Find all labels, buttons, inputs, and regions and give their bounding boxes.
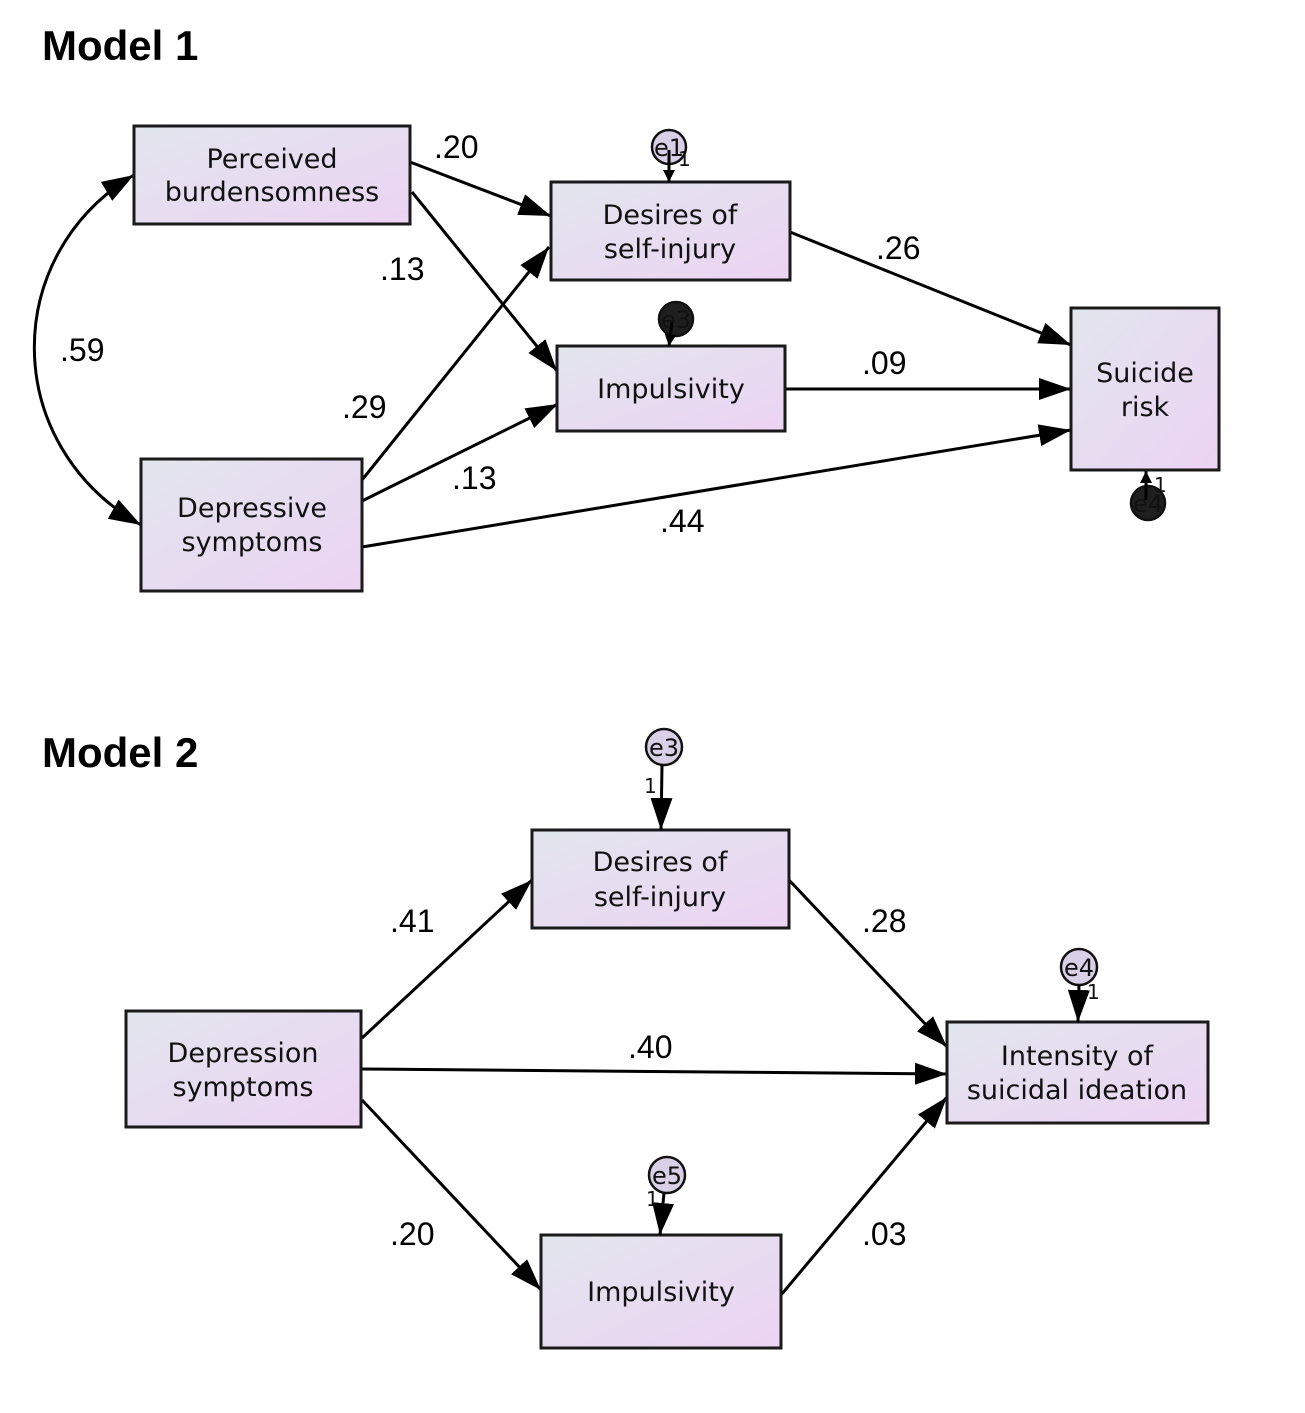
model-1-edges [32,160,1072,549]
edge-pb-to-desires [409,160,552,218]
coef-dep-to-desires: .29 [342,389,386,425]
node-label-line-1: Perceived [206,144,337,175]
node-label-line-1: Desires of [593,847,729,878]
coef-dep-to-intensity: .40 [628,1029,672,1065]
coef-impulsivity-to-suicide: .09 [862,345,906,381]
model-2-edges [360,878,949,1296]
node-label-line-1: Intensity of [1001,1041,1155,1072]
error-arrow [650,764,673,831]
error-term-e1: e1 1 [650,128,691,182]
node-impulsivity: Impulsivity [555,344,787,433]
coef-pb-dep-correlation: .59 [60,332,104,368]
coef-pb-to-impulsivity: .13 [380,251,424,287]
node-depressive-symptoms: Depressive symptoms [139,457,364,593]
error-weight-label: 1 [1154,473,1167,497]
error-arrow [1067,984,1090,1023]
node-suicide-risk: Suicide risk [1069,306,1221,472]
error-term-e4: e4 1 [1059,947,1100,1023]
coef-dep-to-desires: .41 [390,903,434,939]
error-label: e4 [1133,490,1163,518]
edge-pb-to-impulsivity [410,191,559,372]
model-1-title: Model 1 [42,22,198,69]
error-term-e5: e5 1 [646,1155,687,1236]
edge-dep-to-impulsivity [361,402,559,503]
node-intensity-suicidal-ideation: Intensity of suicidal ideation [945,1020,1210,1125]
error-term-e3: e3 1 [644,727,684,831]
error-label: e5 [652,1162,682,1190]
edge-desires-to-suicide [789,230,1072,347]
error-weight-label: 1 [646,1187,659,1211]
node-label-line-2: risk [1121,392,1170,423]
error-arrow [652,1192,674,1236]
coef-pb-to-desires: .20 [434,129,478,165]
error-term-e4: e4 1 [1129,471,1167,522]
node-label-line-2: self-injury [594,882,726,913]
error-weight-label: 1 [678,147,691,171]
node-impulsivity: Impulsivity [539,1233,783,1350]
covariance-pb-dep [32,173,142,527]
coef-dep-to-suicide: .44 [660,503,704,539]
node-label-line-2: suicidal ideation [967,1075,1187,1106]
node-label-line-1: Impulsivity [587,1277,735,1308]
node-desires-self-injury: Desires of self-injury [549,180,792,282]
model-1: Model 1 Perceived burdensomness Desires … [32,22,1221,593]
edge-dep-to-desires [360,246,551,481]
edge-dep-to-impulsivity [360,1098,543,1292]
node-perceived-burdensomeness: Perceived burdensomness [132,124,412,226]
node-label-line-1: Depressive [177,493,327,524]
model-2-coefficients: .41 .40 .20 .28 .03 [390,903,906,1252]
node-label-line-2: burdensomness [165,177,379,208]
node-label-line-1: Desires of [603,200,739,231]
error-arrow [664,321,677,347]
error-weight-label: 1 [1087,980,1100,1004]
coef-dep-to-impulsivity: .13 [452,460,496,496]
edge-desires-to-intensity [787,878,949,1049]
error-label: e3 [661,306,691,334]
edge-dep-to-desires [360,878,534,1040]
node-label-line-2: symptoms [173,1072,314,1103]
edge-dep-to-suicide [361,424,1072,549]
coef-dep-to-impulsivity: .20 [390,1216,434,1252]
node-label-line-1: Suicide [1096,358,1194,389]
coef-impulsivity-to-intensity: .03 [862,1216,906,1252]
error-weight-label: 1 [644,774,657,798]
node-label-line-2: symptoms [182,527,323,558]
model-2-title: Model 2 [42,729,198,776]
coef-desires-to-intensity: .28 [862,903,906,939]
node-desires-self-injury: Desires of self-injury [530,828,791,930]
model-1-coefficients: .20 .13 .59 .29 .13 .44 .26 .09 [60,129,920,539]
node-label-line-1: Impulsivity [597,374,745,405]
edge-impulsivity-to-intensity [779,1096,949,1296]
error-label: e4 [1064,954,1094,982]
node-label-line-1: Depression [168,1038,319,1069]
error-label: e3 [649,734,679,762]
edge-dep-to-intensity [361,1062,948,1085]
node-label-line-2: self-injury [604,234,736,265]
model-2: Model 2 Depression symptoms Desires of s… [42,727,1210,1350]
coef-desires-to-suicide: .26 [876,230,920,266]
error-term-e3: e3 [657,300,695,347]
node-depression-symptoms: Depression symptoms [124,1009,363,1129]
